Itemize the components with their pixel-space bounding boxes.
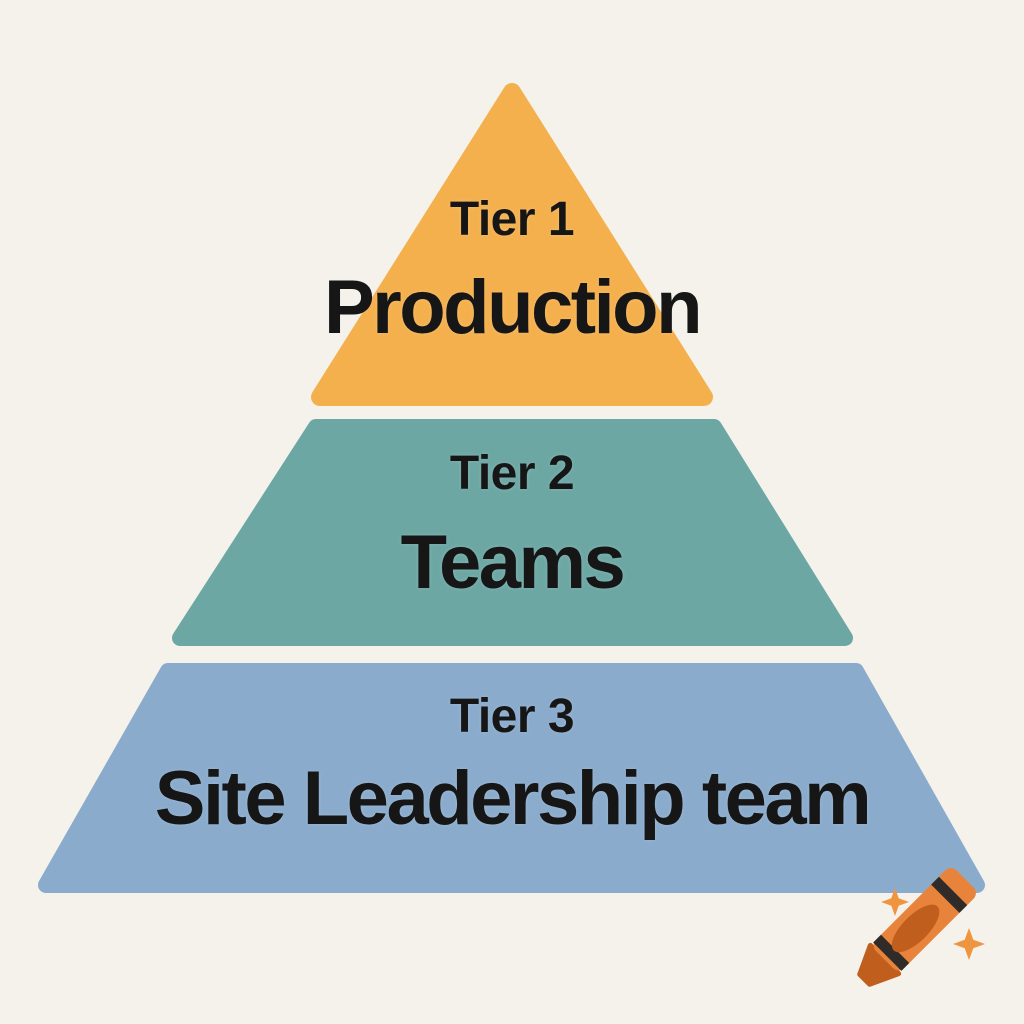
tier-1-shape: [311, 83, 713, 406]
crayon-logo: [857, 868, 985, 987]
tier-3-shape: [38, 663, 985, 893]
crayon-stripe-near-tip: [873, 934, 910, 971]
tier-1-title: Production: [323, 265, 703, 350]
crayon-stripe-near-top: [931, 876, 968, 913]
tier-2-shape: [172, 419, 853, 646]
tier-2-label: Tier 2: [449, 447, 575, 500]
tier-3-title: Site Leadership team: [154, 756, 872, 841]
crayon-tip: [857, 942, 902, 987]
crayon-label-oval: [891, 904, 940, 953]
tier-2-title: Teams: [400, 520, 626, 605]
tier-1-label: Tier 1: [449, 193, 575, 246]
tier-3-label: Tier 3: [449, 690, 575, 743]
sparkle-icon: [881, 888, 909, 916]
sparkle-icon: [953, 928, 985, 960]
